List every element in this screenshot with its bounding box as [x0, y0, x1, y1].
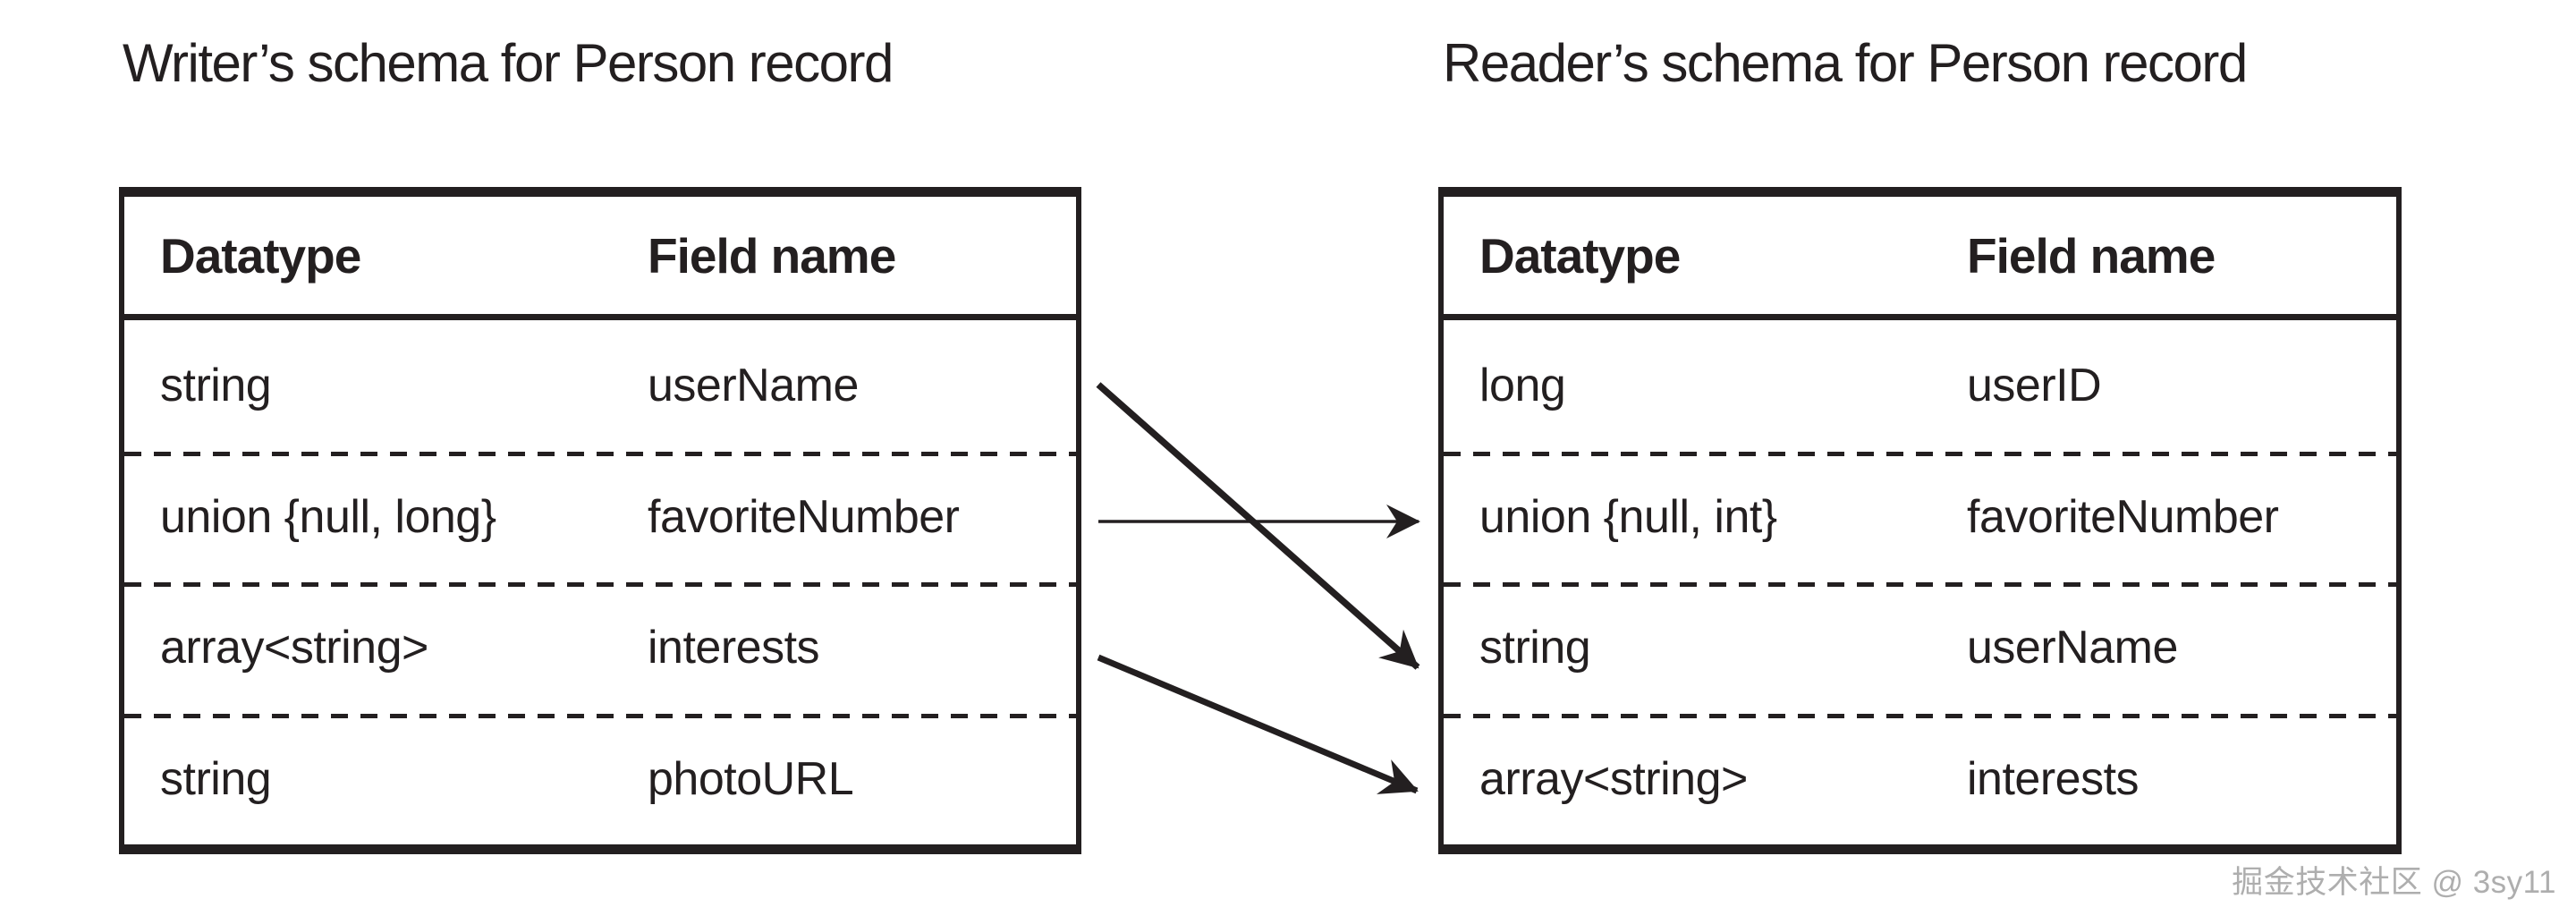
table-row: array<string> interests — [124, 582, 1076, 714]
writer-schema-title: Writer’s schema for Person record — [123, 33, 894, 93]
field-name-cell: favoriteNumber — [648, 490, 960, 543]
datatype-cell: array<string> — [160, 622, 428, 674]
field-name-cell: interests — [648, 622, 820, 674]
field-name-cell: userName — [648, 360, 859, 412]
writer-header-datatype: Datatype — [160, 227, 361, 284]
arrow-username-mapping — [1096, 382, 1420, 670]
datatype-cell: array<string> — [1479, 752, 1748, 805]
watermark-text: 掘金技术社区 @ 3sy11 — [2232, 865, 2556, 900]
arrow-interests-mapping — [1097, 654, 1419, 794]
writer-table-rows: string userName union {null, long} favor… — [124, 320, 1076, 844]
writer-schema-table: Datatype Field name string userName unio… — [119, 187, 1081, 854]
datatype-cell: string — [1479, 622, 1591, 674]
table-row: string photoURL — [124, 713, 1076, 844]
datatype-cell: long — [1479, 360, 1566, 412]
reader-header-field-name: Field name — [1967, 227, 2216, 284]
reader-schema-title: Reader’s schema for Person record — [1443, 33, 2248, 93]
datatype-cell: string — [160, 752, 272, 805]
writer-table-header: Datatype Field name — [124, 197, 1076, 320]
field-name-cell: interests — [1967, 752, 2140, 805]
table-row: string userName — [124, 320, 1076, 452]
field-name-cell: userID — [1967, 360, 2102, 412]
field-name-cell: favoriteNumber — [1967, 490, 2279, 543]
reader-table-header: Datatype Field name — [1444, 197, 2396, 320]
table-row: union {null, long} favoriteNumber — [124, 451, 1076, 582]
reader-table-rows: long userID union {null, int} favoriteNu… — [1444, 320, 2396, 844]
datatype-cell: union {null, long} — [160, 490, 496, 543]
datatype-cell: union {null, int} — [1479, 490, 1777, 543]
reader-header-datatype: Datatype — [1479, 227, 1681, 284]
field-name-cell: photoURL — [648, 752, 854, 805]
reader-schema-table: Datatype Field name long userID union {n… — [1438, 187, 2402, 854]
table-row: array<string> interests — [1444, 713, 2396, 844]
writer-header-field-name: Field name — [648, 227, 896, 284]
datatype-cell: string — [160, 360, 272, 412]
table-row: long userID — [1444, 320, 2396, 452]
table-row: string userName — [1444, 582, 2396, 714]
table-row: union {null, int} favoriteNumber — [1444, 451, 2396, 582]
field-name-cell: userName — [1967, 622, 2178, 674]
